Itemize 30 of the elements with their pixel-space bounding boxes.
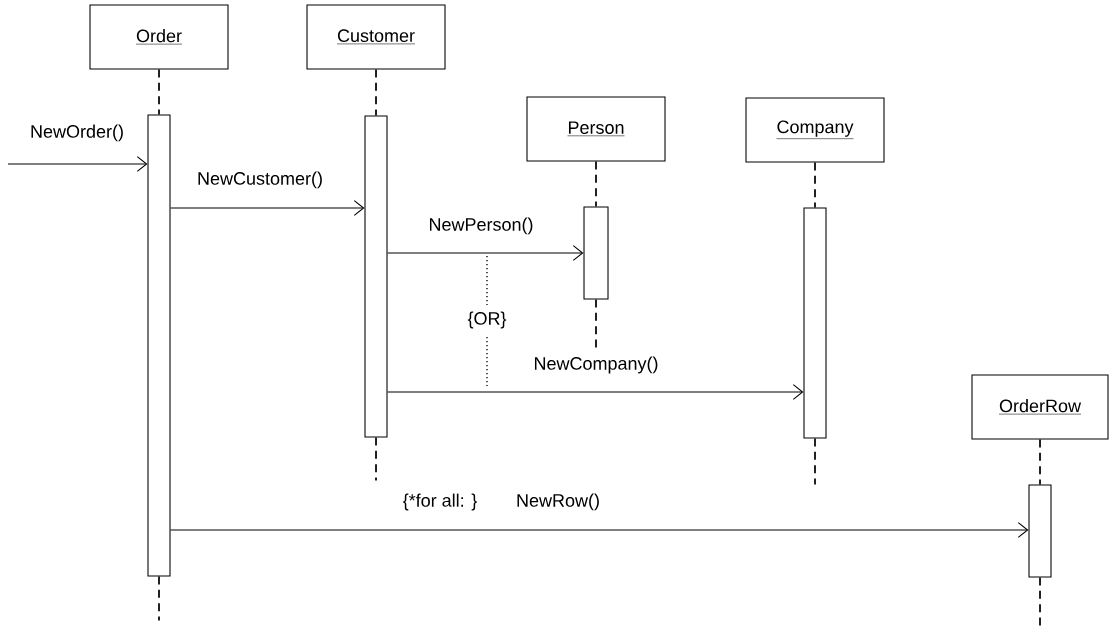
edge-label: NewCompany() [532, 355, 660, 375]
message-arrow [387, 245, 584, 261]
lifeline [158, 68, 160, 116]
activation-bar [364, 115, 388, 438]
edge-label: NewOrder() [28, 123, 126, 143]
message-arrow [7, 156, 148, 172]
constraint-label: {OR} [466, 310, 508, 330]
message-arrow [170, 200, 365, 216]
lifeline [375, 68, 377, 117]
activation-bar [1028, 484, 1052, 578]
edge-label: NewPerson() [427, 216, 535, 236]
object-box: Company [745, 97, 885, 163]
object-box: Person [526, 96, 666, 162]
message-arrow [387, 384, 804, 400]
constraint-label: {*for all: } [401, 492, 479, 512]
object-box: Order [89, 4, 229, 70]
lifeline [375, 436, 377, 482]
edge-label: NewCustomer() [195, 170, 325, 190]
lifeline [595, 160, 597, 208]
object-box: Customer [306, 4, 446, 70]
activation-bar [803, 207, 827, 439]
lifeline [814, 437, 816, 486]
edge-label: NewRow() [514, 492, 602, 512]
lifeline [158, 575, 160, 622]
object-box: OrderRow [971, 374, 1109, 440]
activation-bar [147, 114, 171, 577]
message-arrow [170, 522, 1029, 538]
activation-bar [583, 206, 609, 300]
lifeline [1039, 438, 1041, 486]
lifeline [814, 161, 816, 209]
